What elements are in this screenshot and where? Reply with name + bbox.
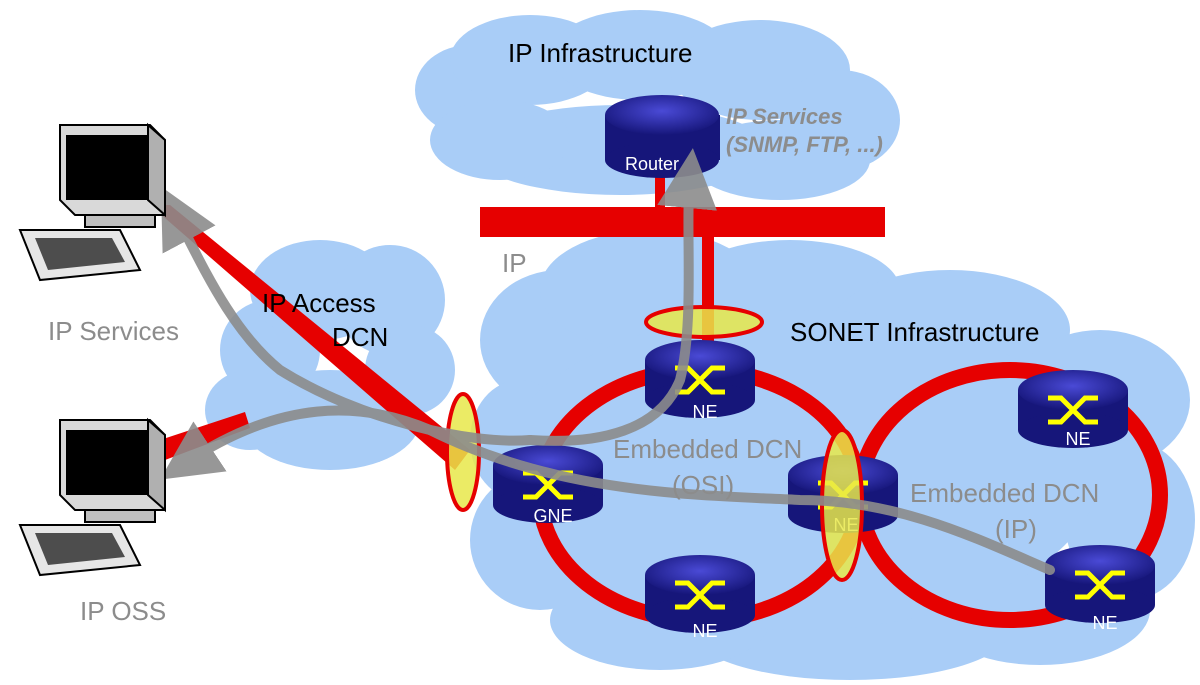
ne-node-right-top: NE xyxy=(1018,370,1128,449)
ip-services-terminal xyxy=(18,122,166,282)
ne-node-bottom: NE xyxy=(645,555,755,641)
embedded-dcn-osi-line1: Embedded DCN xyxy=(613,434,802,464)
ip-services-note-line1: IP Services xyxy=(726,104,843,129)
ip-bus xyxy=(480,175,885,345)
ne-right-bottom-label: NE xyxy=(1092,613,1117,633)
router-label: Router xyxy=(625,154,679,174)
ne-top-label: NE xyxy=(692,402,717,422)
ip-bus-label: IP xyxy=(502,248,527,278)
flow-arrows xyxy=(159,148,1055,575)
embedded-dcn-osi-line2: (OSI) xyxy=(672,470,734,500)
embedded-dcn-ip-line2: (IP) xyxy=(995,514,1037,544)
gateway-ellipse-router xyxy=(644,305,764,339)
flow-arrow-to-ip-services xyxy=(160,186,535,446)
switch-icon xyxy=(675,580,725,610)
ip-services-note-line2: (SNMP, FTP, ...) xyxy=(726,132,883,157)
ip-access-dcn-line2: DCN xyxy=(332,322,388,352)
ip-access-dcn-line1: IP Access xyxy=(262,288,376,318)
ip-oss-terminal-label: IP OSS xyxy=(80,596,166,626)
ne-node-right-bottom: NE xyxy=(1045,545,1155,633)
ne-right-top-label: NE xyxy=(1065,429,1090,449)
embedded-dcn-ip-line1: Embedded DCN xyxy=(910,478,1099,508)
gne-label: GNE xyxy=(533,506,572,526)
flow-arrow-to-ip-oss xyxy=(159,405,1055,575)
ne-bottom-label: NE xyxy=(692,621,717,641)
ip-oss-terminal xyxy=(18,417,166,577)
flow-arrow-to-router xyxy=(525,148,718,446)
router-node: Router xyxy=(605,95,720,178)
ip-services-terminal-label: IP Services xyxy=(48,316,179,346)
switch-icon xyxy=(1075,570,1125,600)
sonet-infrastructure-label: SONET Infrastructure xyxy=(790,317,1040,347)
switch-icon xyxy=(1048,395,1098,425)
ip-infrastructure-label: IP Infrastructure xyxy=(508,38,693,68)
